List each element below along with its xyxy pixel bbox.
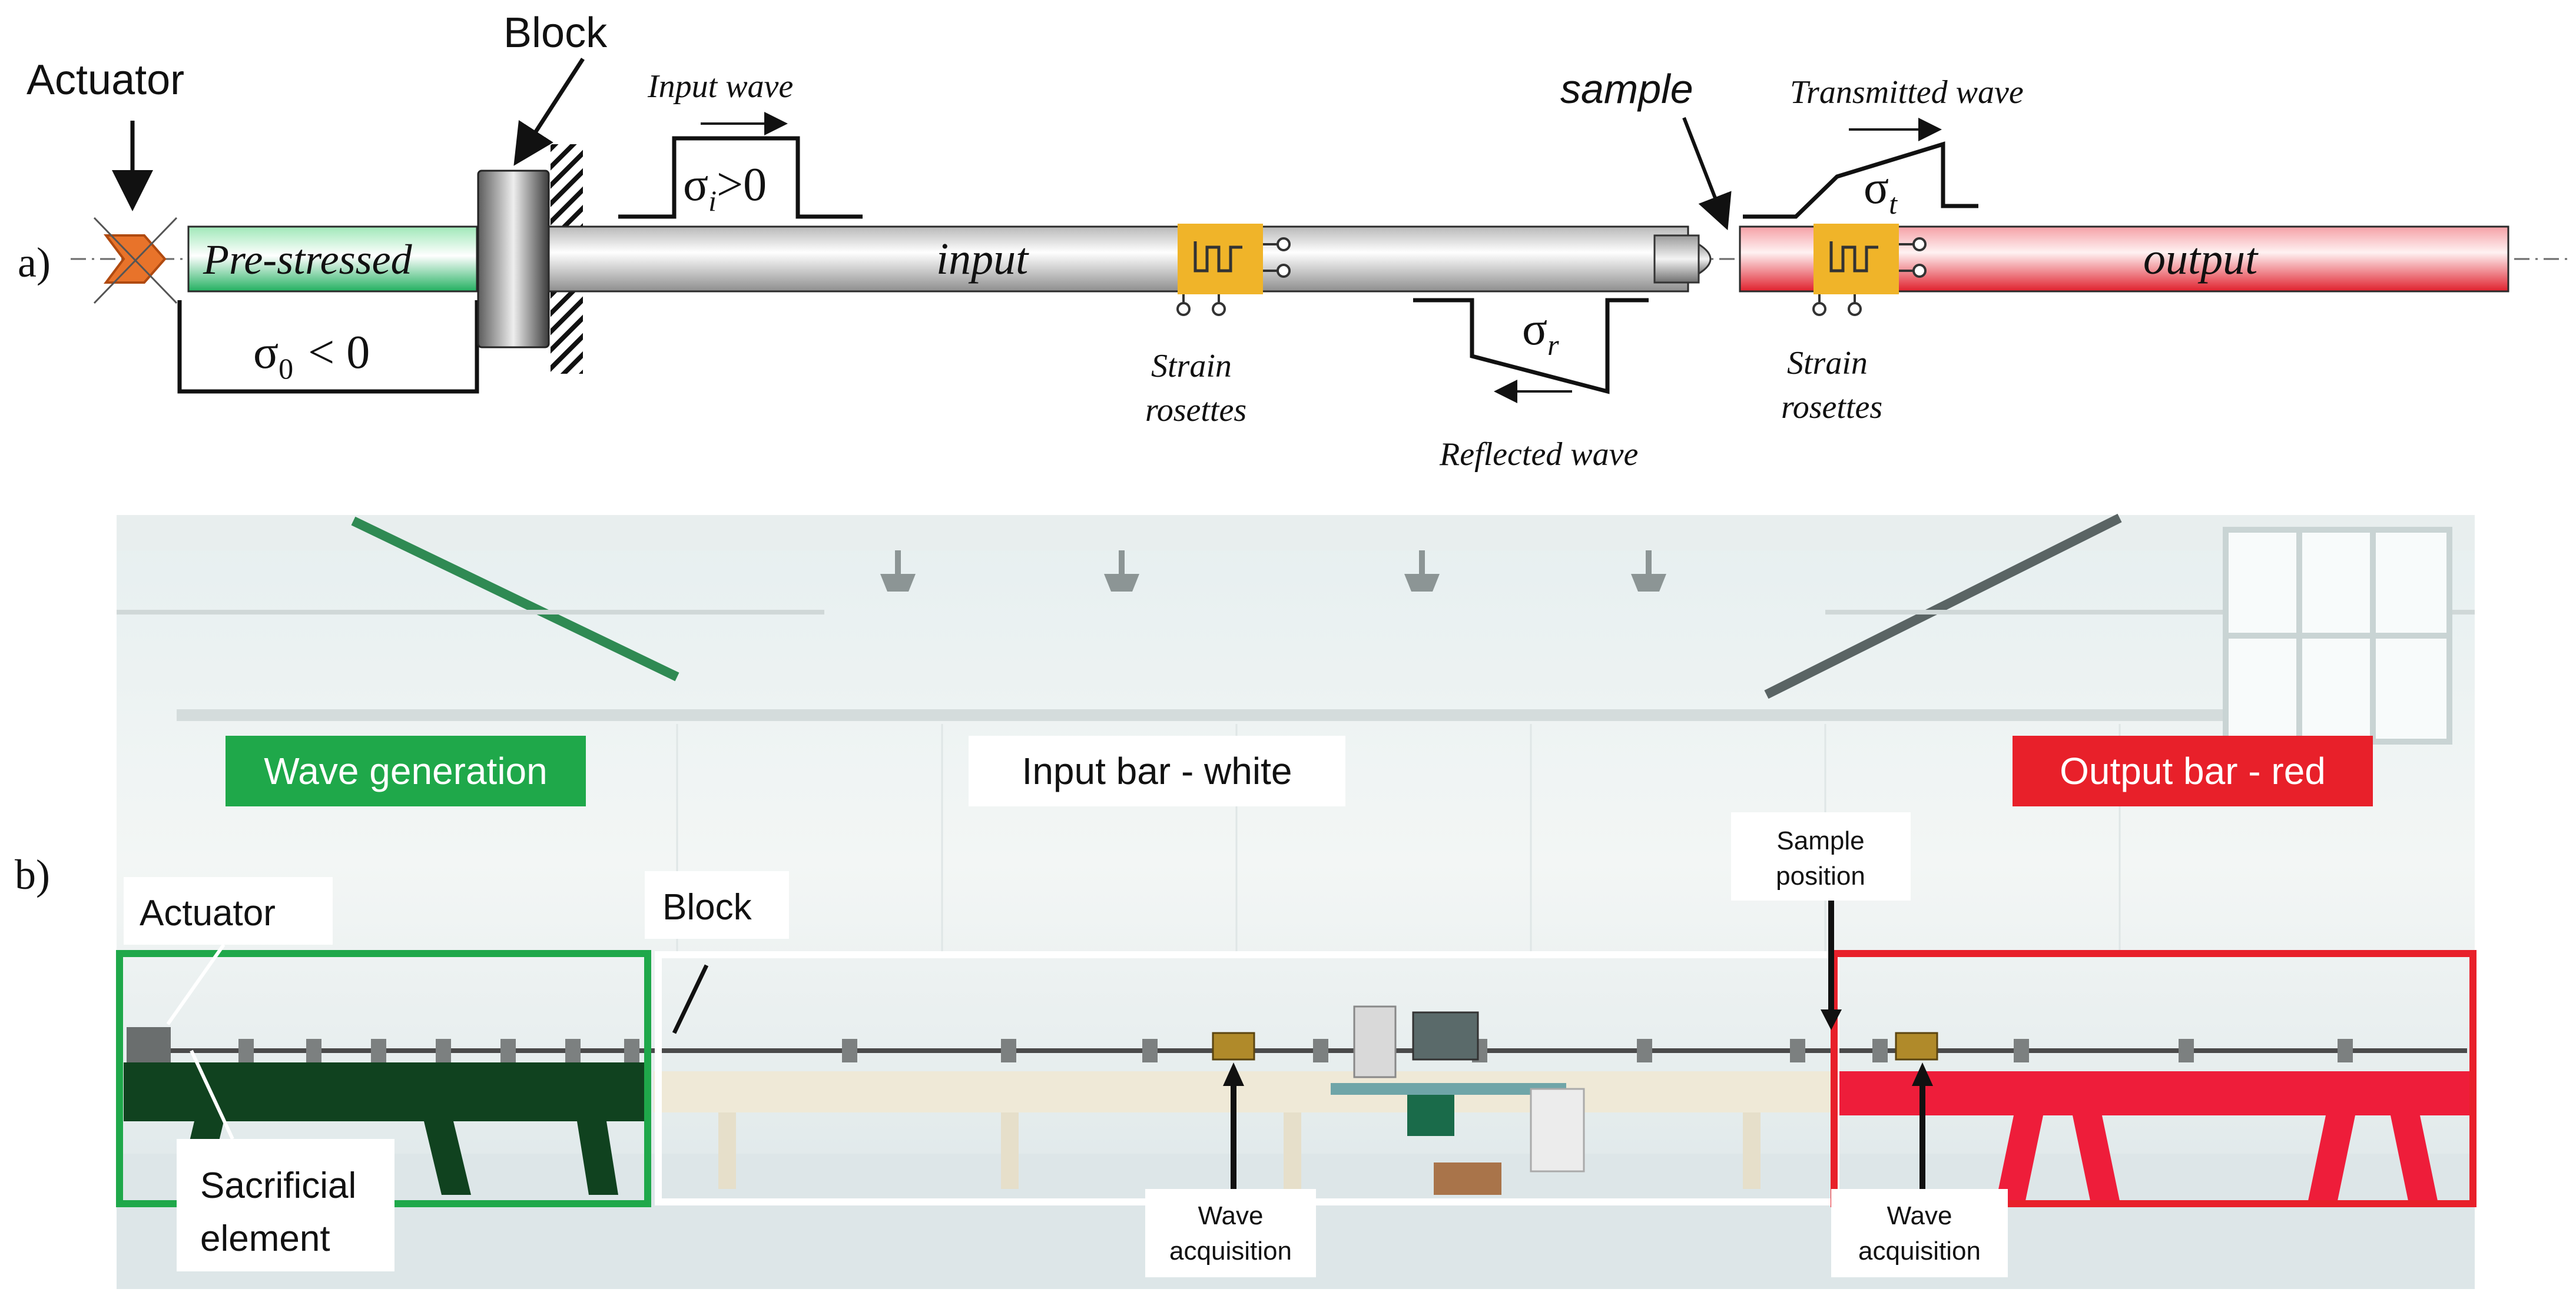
strain-rosettes-output-line2: rosettes (1781, 389, 1882, 426)
block-box (645, 871, 789, 939)
input-wave-pulse (618, 136, 863, 219)
sample-arrow (1682, 117, 1732, 231)
transmitted-wave-label: Transmitted wave (1790, 74, 2024, 111)
actuator-label-b: Actuator (140, 893, 276, 934)
input-bar-white-box (969, 736, 1345, 806)
block-body (477, 170, 550, 348)
wave-generation-box (226, 736, 586, 806)
sacrificial-box (177, 1139, 394, 1271)
block-label-b: Block (662, 887, 752, 928)
wave-generation-label: Wave generation (264, 750, 547, 792)
panel-a-label: a) (18, 239, 51, 286)
sigma0-label: σ0< 0 (253, 327, 370, 385)
strain-rosettes-input-line2: rosettes (1145, 392, 1246, 429)
wave-acq-input-line2: acquisition (1169, 1237, 1292, 1266)
block-pointer (672, 964, 709, 1034)
strain-rosettes-input-line1: Strain (1151, 348, 1232, 384)
gauge-box-output (1895, 1032, 1938, 1061)
prestressed-bar (187, 225, 478, 293)
strain-rosettes-output-line1: Strain (1787, 345, 1868, 381)
sample-label: sample (1560, 66, 1693, 112)
input-bar (548, 225, 1689, 293)
actuator-pointer (166, 944, 226, 1025)
input-wave-label: Input wave (647, 68, 793, 105)
actuator-box (124, 877, 333, 945)
panel-b: b) (15, 513, 2476, 1289)
strain-rosette-input (1176, 224, 1291, 316)
reflected-wave-pulse (1413, 298, 1649, 394)
wave-acq-output-line1: Wave (1887, 1201, 1952, 1230)
sample-position-line2: position (1776, 862, 1865, 891)
input-bar-label: input (936, 234, 1029, 284)
wave-acq-input-line1: Wave (1198, 1201, 1264, 1230)
sacrificial-line2: element (200, 1218, 330, 1259)
strain-rosette-output (1812, 224, 1927, 316)
actuator-icon (93, 217, 178, 304)
reflected-wave-label: Reflected wave (1439, 436, 1638, 473)
output-bar-red-label: Output bar - red (2060, 750, 2326, 792)
block-arrow (513, 58, 585, 166)
sacrificial-pointer (190, 1049, 234, 1140)
actuator-label: Actuator (26, 57, 184, 104)
panel-b-label: b) (15, 851, 50, 898)
sample-position-arrowhead (1821, 1009, 1842, 1030)
transmitted-sigma: σt (1864, 162, 1898, 220)
output-bar-frame (1831, 950, 2476, 1207)
panel-a: a) Actuator Pre-stressed σ0< 0 Block inp… (18, 9, 2567, 473)
sigma0-pulse (177, 300, 479, 394)
transmitted-wave-pulse (1743, 141, 1978, 219)
lab-photo (117, 513, 2475, 1289)
prestressed-label: Pre-stressed (203, 236, 413, 283)
output-bar-red-box (2013, 736, 2373, 806)
sample-position-box (1731, 812, 1911, 901)
sacrificial-line1: Sacrificial (200, 1165, 356, 1206)
gauge-box-input (1212, 1032, 1255, 1061)
wave-acq-output-line2: acquisition (1858, 1237, 1981, 1266)
output-bar-label: output (2143, 234, 2259, 284)
reflected-sigma: σr (1522, 303, 1559, 361)
wave-acq-input-box (1145, 1189, 1316, 1277)
windows (2223, 527, 2452, 745)
input-bar-white-label: Input bar - white (1022, 750, 1292, 792)
wave-acq-input-arrowhead (1223, 1062, 1244, 1086)
sample-position-line1: Sample (1776, 826, 1864, 855)
wave-acq-output-box (1831, 1189, 2008, 1277)
input-sigma: σi>0 (683, 159, 767, 217)
block-label: Block (503, 9, 608, 57)
wave-acq-output-arrowhead (1912, 1062, 1933, 1086)
